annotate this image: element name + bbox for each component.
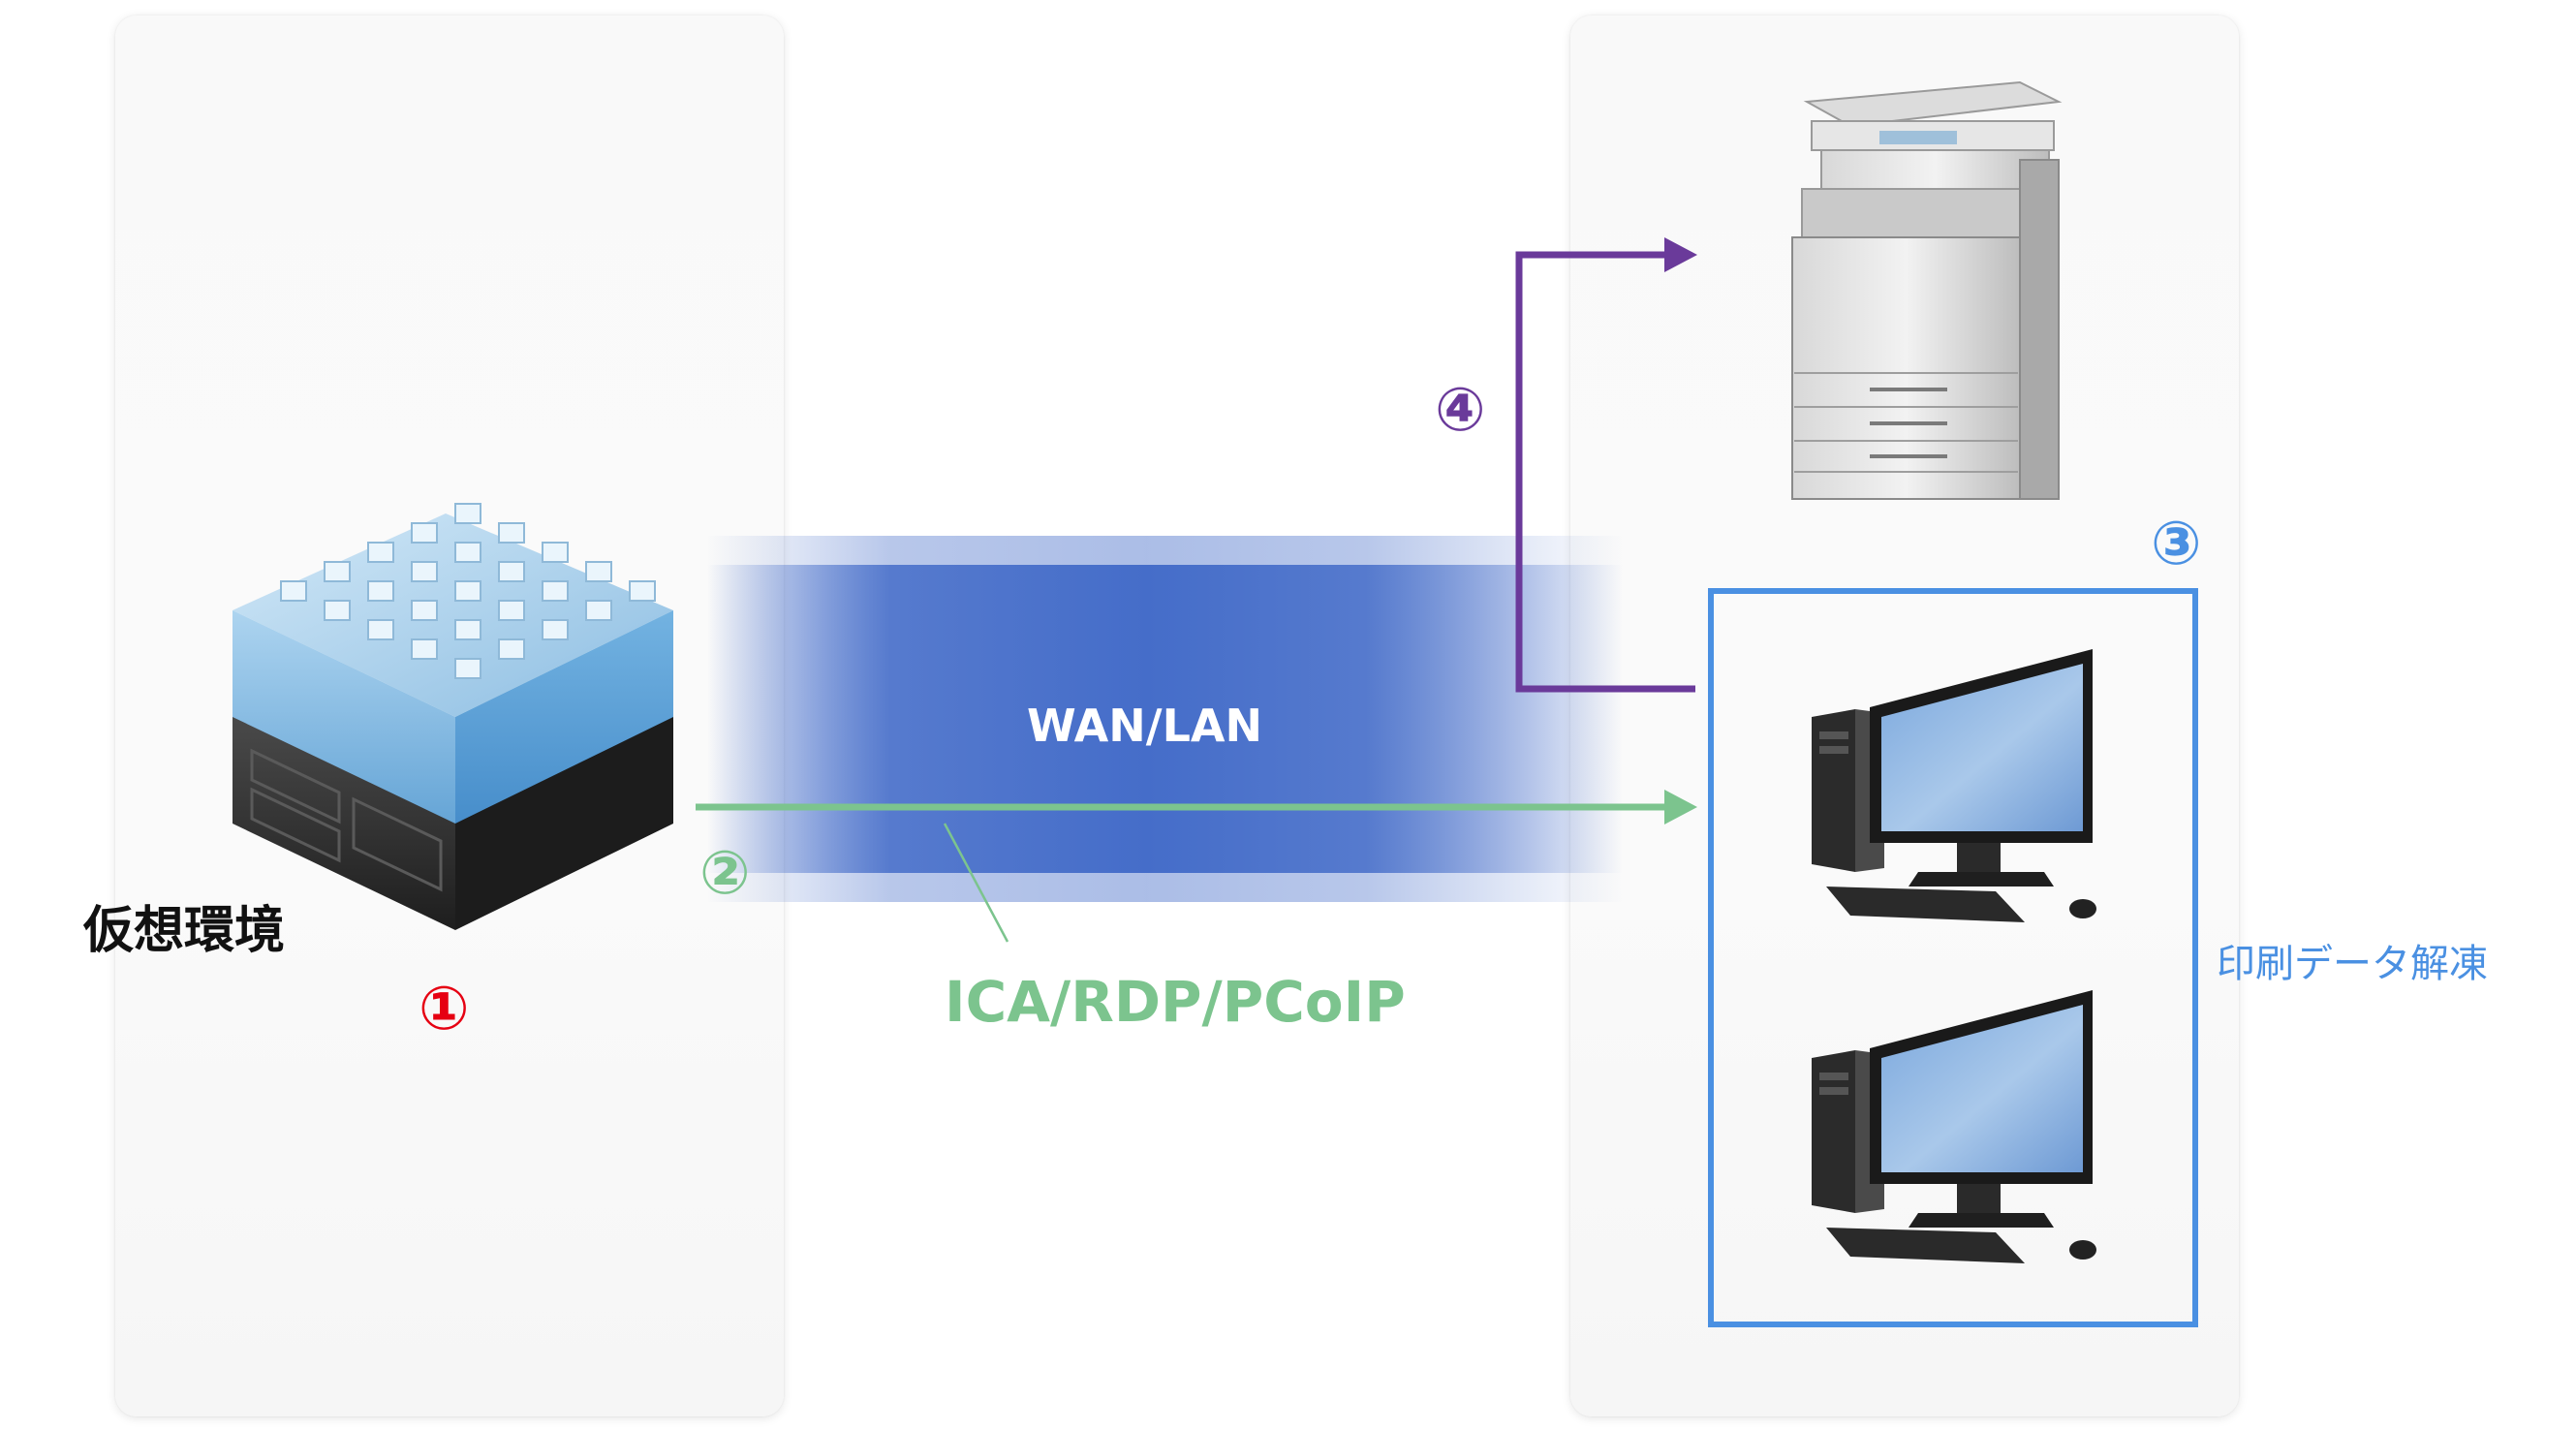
print-arrow <box>1515 251 1695 693</box>
protocol-arrow-head <box>1664 790 1697 824</box>
server-icon <box>233 503 673 930</box>
step-2-marker: ② <box>699 837 751 908</box>
protocol-label: ICA/RDP/PCoIP <box>945 969 1406 1035</box>
virtual-environment-label: 仮想環境 <box>83 902 286 960</box>
step-3-marker: ③ <box>2151 508 2202 578</box>
step-1-marker: ① <box>419 973 470 1043</box>
step-4-marker: ④ <box>1435 374 1486 445</box>
desktop-pc-icon <box>1812 649 2096 922</box>
printer-icon <box>1791 80 2063 500</box>
desktop-pc-icon <box>1812 990 2096 1263</box>
client-pc-group <box>1708 588 2198 1327</box>
print-arrow-head <box>1664 237 1697 272</box>
print-data-decompress-label: 印刷データ解凍 <box>2217 942 2488 986</box>
network-label: WAN/LAN <box>1027 700 1262 752</box>
protocol-leader-line <box>943 823 1009 943</box>
network-band <box>707 565 1623 873</box>
